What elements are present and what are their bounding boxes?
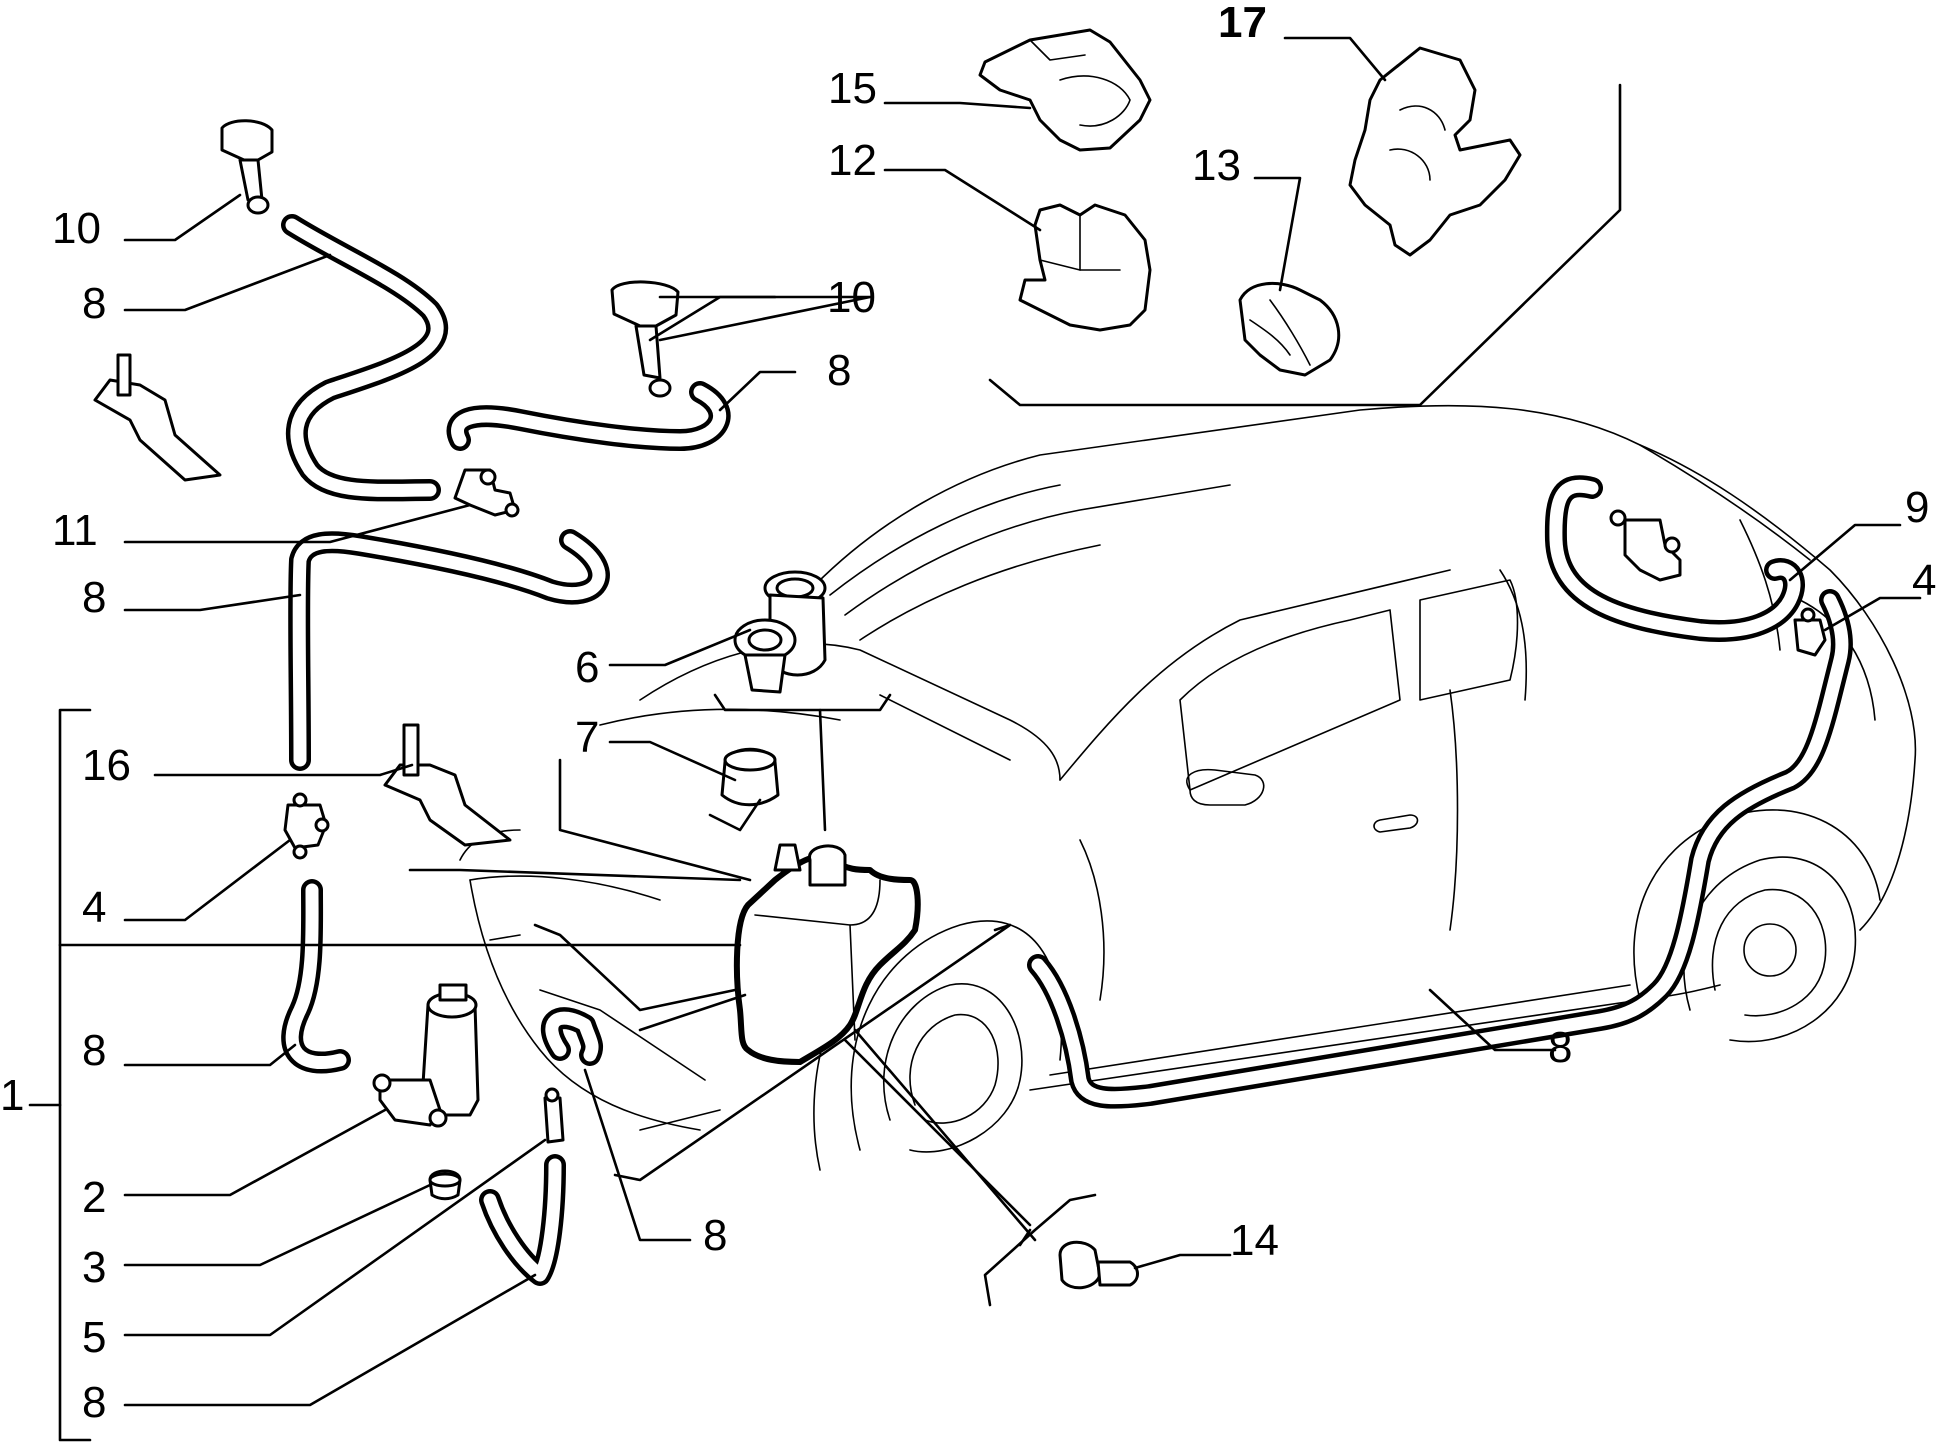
callout-14: 14 [1230,1216,1279,1265]
clip-13 [1238,281,1341,377]
bolt-14 [1058,1240,1139,1290]
t-connector-4-left [283,792,330,860]
washer-nozzle-upper-center [610,280,680,398]
callout-7: 7 [575,713,599,762]
clip-15 [978,28,1152,152]
callout-10-b: 10 [827,273,876,322]
car-body-outline [459,404,1917,1171]
t-connector-11 [453,468,520,518]
callout-17: 17 [1218,0,1267,47]
callout-8-d: 8 [82,1026,106,1075]
leader-lines [28,36,1922,1442]
callout-1: 1 [0,1071,24,1120]
t-connector-4-right [1793,607,1827,657]
callout-10-a: 10 [52,204,101,253]
callout-8-c: 8 [82,573,106,622]
callout-15: 15 [828,64,877,113]
callout-2: 2 [82,1173,106,1222]
reservoir-cap-7 [720,747,780,807]
washer-hose-set [281,214,1853,1286]
callout-8-e: 8 [703,1211,727,1260]
callout-13: 13 [1192,141,1241,190]
callout-9: 9 [1905,483,1929,532]
callout-3: 3 [82,1243,106,1292]
callout-6: 6 [575,643,599,692]
washer-pump-2 [372,983,480,1128]
grommet-3 [428,1169,462,1201]
callout-4-right: 4 [1912,556,1936,605]
clip-12 [1018,203,1152,332]
washer-nozzle-upper-left [220,119,274,215]
callout-5: 5 [82,1313,106,1362]
callout-8-b: 8 [827,346,851,395]
callout-16: 16 [82,741,131,790]
washer-reservoir [733,843,921,1065]
callout-8-a: 8 [82,279,106,328]
clip-17 [1348,46,1522,257]
callout-8-g: 8 [1548,1023,1572,1072]
mounting-bracket-upper [93,353,222,482]
callout-11: 11 [52,506,98,555]
mounting-bracket-16 [383,723,512,847]
callout-4-left: 4 [82,883,106,932]
callout-8-f: 8 [82,1378,106,1427]
connector-5 [543,1087,565,1144]
rear-washer-valve [1609,509,1682,582]
callout-12: 12 [828,136,877,185]
